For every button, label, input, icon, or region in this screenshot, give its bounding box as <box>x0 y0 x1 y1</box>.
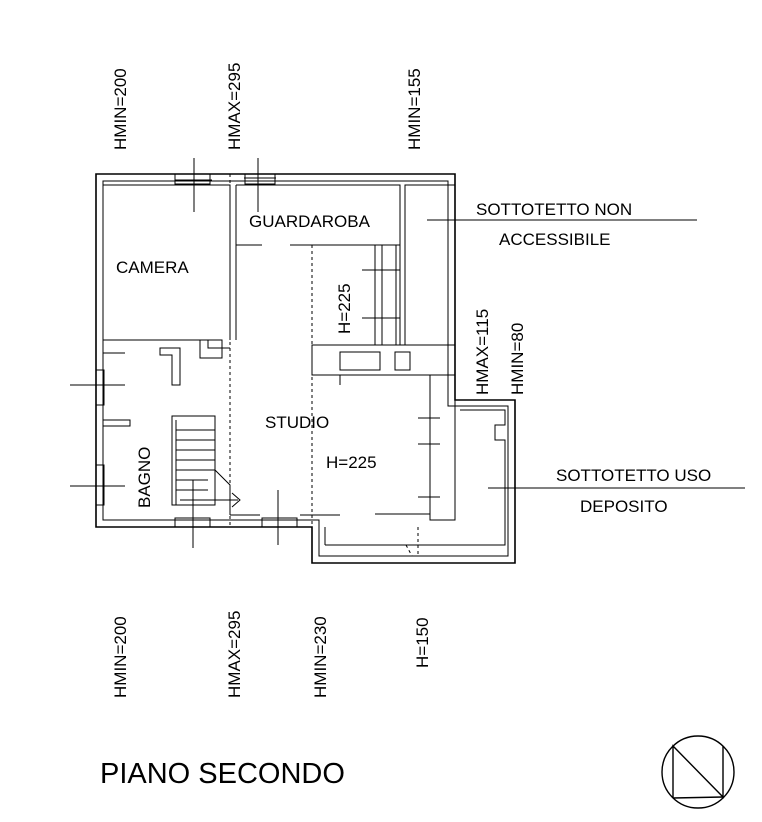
room-label-camera: CAMERA <box>116 258 189 277</box>
room-label-bagno: BAGNO <box>135 447 154 508</box>
north-arrow-icon <box>661 735 735 809</box>
height-bottom-middle-right: HMIN=230 <box>311 616 330 698</box>
height-side-hmin: HMIN=80 <box>508 323 527 395</box>
guardaroba-height-label: H=225 <box>335 283 354 334</box>
height-bottom-right: H=150 <box>413 617 432 668</box>
section-ticks <box>70 158 440 548</box>
height-top-middle: HMAX=295 <box>225 63 244 150</box>
height-boundaries <box>229 174 419 557</box>
storage-note-line1: SOTTOTETTO USO <box>556 466 711 485</box>
height-side-hmax: HMAX=115 <box>473 309 492 395</box>
non-accessible-note-line1: SOTTOTETTO NON <box>476 200 632 219</box>
room-label-studio: STUDIO <box>265 413 329 432</box>
height-top-left: HMIN=200 <box>111 68 130 150</box>
height-top-right: HMIN=155 <box>405 68 424 150</box>
studio-height-label: H=225 <box>326 453 377 472</box>
leader-lines <box>427 219 745 489</box>
plan-title: PIANO SECONDO <box>100 758 345 790</box>
non-accessible-note-line2: ACCESSIBILE <box>499 230 611 249</box>
height-bottom-left: HMIN=200 <box>111 616 130 698</box>
outer-walls <box>95 173 516 564</box>
room-label-guardaroba: GUARDAROBA <box>249 212 371 231</box>
interior-walls <box>103 184 506 546</box>
height-bottom-middle-left: HMAX=295 <box>225 611 244 698</box>
storage-note-line2: DEPOSITO <box>580 497 668 516</box>
